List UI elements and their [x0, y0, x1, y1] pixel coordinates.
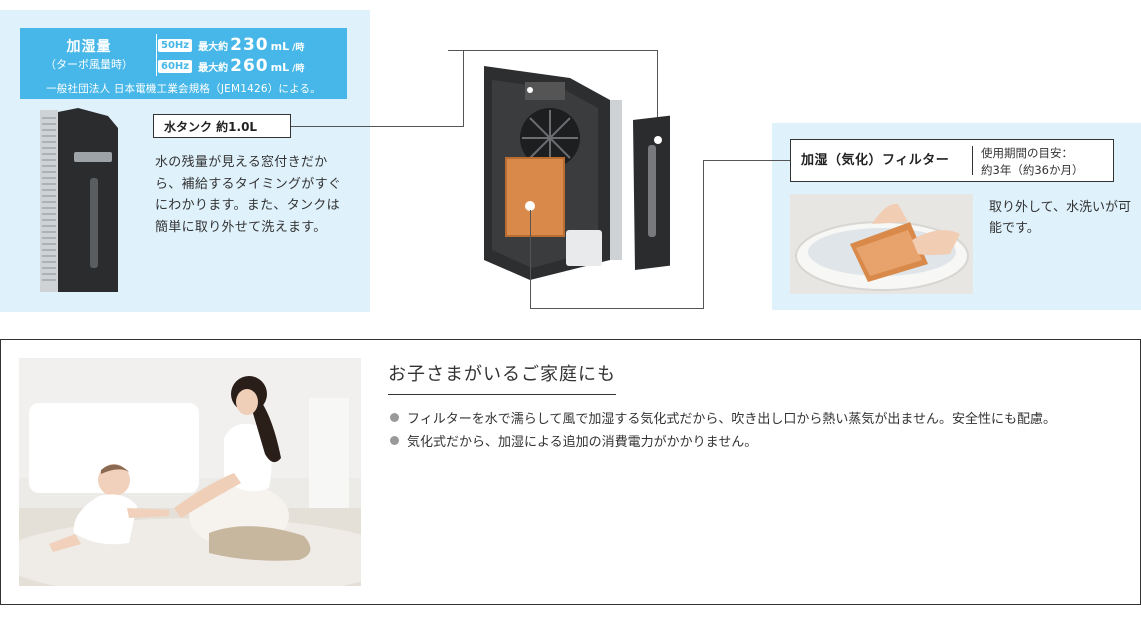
list-item-text: 気化式だから、加湿による追加の消費電力がかかりません。 [407, 435, 758, 450]
humidification-spec-box: 加湿量 （ターボ風量時） 50Hz 最大約 230 mL /時 60Hz 最大約… [20, 28, 347, 99]
filter-label: 加湿（気化）フィルター 使用期間の目安： 約3年（約36か月） [790, 139, 1114, 182]
humidification-value: 230 [230, 35, 269, 55]
filter-washing-photo [790, 194, 973, 294]
water-tank-label: 水タンク 約1.0L [153, 114, 291, 138]
filter-washing-description: 取り外して、水洗いが可能です。 [989, 200, 1131, 236]
list-item: フィルターを水で濡らして風で加湿する気化式だから、吹き出し口から熱い蒸気が出ませ… [390, 408, 1056, 427]
filter-leader-line [530, 308, 704, 309]
spec-note: 一般社団法人 日本電機工業会規格（JEM1426）による。 [46, 83, 321, 95]
filter-leader-line [703, 160, 790, 161]
list-item-text: フィルターを水で濡らして風で加湿する気化式だから、吹き出し口から熱い蒸気が出ませ… [407, 412, 1056, 427]
humidification-value: 260 [230, 56, 269, 76]
tank-leader-line [657, 50, 658, 140]
spec-title: 加湿量 [66, 39, 112, 55]
spec-row-60hz: 60Hz 最大約 260 mL /時 [158, 56, 304, 76]
filter-leader-line [530, 210, 531, 309]
list-item: 気化式だから、加湿による追加の消費電力がかかりません。 [390, 431, 757, 450]
max-label: 最大約 [198, 42, 229, 53]
filter-leader-line [703, 160, 704, 309]
bullet-icon [390, 436, 399, 445]
unit: mL [270, 40, 290, 53]
tank-leader-line [463, 50, 464, 127]
hz-badge: 50Hz [158, 39, 193, 52]
max-label: 最大約 [198, 63, 229, 74]
purifier-open-image [484, 66, 670, 280]
filter-name: 加湿（気化）フィルター [801, 153, 950, 168]
filter-label-divider [972, 146, 973, 175]
per-hour: /時 [292, 64, 305, 74]
family-section-heading: お子さまがいるご家庭にも [388, 360, 616, 395]
hz-badge: 60Hz [158, 60, 193, 73]
purifier-side-image [40, 108, 118, 292]
water-tank-description: 水の残量が見える窓付きだから、補給するタイミングがすぐにわかります。また、タンク… [155, 155, 342, 235]
filter-life-value: 約3年（約36か月） [981, 163, 1084, 177]
unit: mL [270, 61, 290, 74]
tank-leader-line [448, 50, 658, 51]
bullet-icon [390, 413, 399, 422]
mother-and-baby-photo [19, 358, 361, 586]
family-section: お子さまがいるご家庭にも フィルターを水で濡らして風で加湿する気化式だから、吹き… [0, 339, 1141, 605]
per-hour: /時 [292, 43, 305, 53]
spec-subtitle: （ターボ風量時） [45, 58, 133, 71]
tank-leader-line [291, 126, 463, 127]
spec-row-50hz: 50Hz 最大約 230 mL /時 [158, 35, 304, 55]
spec-divider [156, 34, 157, 76]
filter-life-label: 使用期間の目安： [981, 146, 1073, 160]
